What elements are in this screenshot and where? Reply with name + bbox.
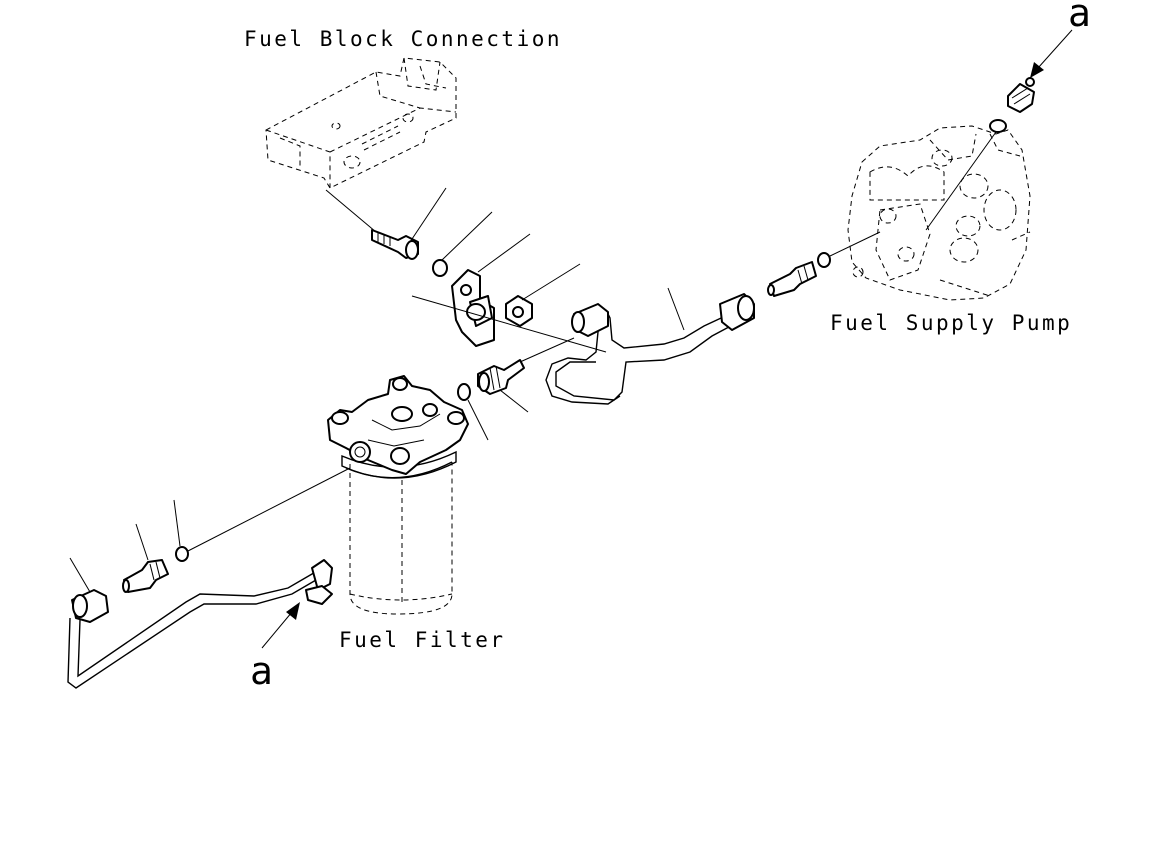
- pump-inlet-connector: [767, 261, 817, 297]
- leader-lower-hose: [69, 557, 91, 593]
- leader-inlet-oring: [173, 499, 181, 547]
- label-fuel-block-connection: Fuel Block Connection: [244, 27, 562, 51]
- washer: [432, 259, 448, 277]
- leader-clamp: [477, 233, 531, 273]
- leader-pump-top: [925, 131, 997, 231]
- leader-inlet-connector: [135, 523, 149, 561]
- hose-clamp: [451, 269, 495, 347]
- label-fuel-supply-pump: Fuel Supply Pump: [830, 311, 1072, 335]
- reference-arrow-top: [1030, 29, 1073, 78]
- upper-fuel-hose: [545, 293, 755, 405]
- lower-fuel-hose: [67, 559, 333, 689]
- leader-pump-inlet: [829, 231, 881, 257]
- fuel-filter: [327, 375, 469, 615]
- reference-arrow-bottom: [261, 602, 300, 649]
- leader-connector-to-hose: [519, 337, 575, 363]
- leader-outlet-connector: [499, 389, 529, 413]
- leader-bolt-block: [325, 189, 377, 233]
- reference-a-bottom: a: [250, 649, 273, 693]
- banjo-bolt: [371, 229, 419, 260]
- pump-fitting: [1007, 77, 1035, 113]
- filter-inlet-connector: [122, 559, 169, 593]
- filter-outlet-connector: [477, 359, 525, 395]
- o-ring-filter-inlet: [175, 546, 189, 562]
- fuel-supply-pump: [847, 125, 1031, 301]
- leader-filter-inlet: [185, 467, 351, 553]
- o-ring-filter-outlet: [457, 383, 471, 401]
- label-fuel-filter: Fuel Filter: [339, 628, 506, 652]
- leader-nut: [521, 263, 581, 301]
- nut: [505, 295, 533, 327]
- fuel-block: [265, 57, 457, 189]
- leader-filter-oring: [467, 399, 489, 441]
- reference-a-top: a: [1068, 0, 1091, 35]
- o-ring-pump-top: [989, 119, 1007, 133]
- leader-bolt: [409, 187, 447, 243]
- o-ring-pump-inlet: [817, 252, 831, 268]
- leader-washer: [441, 211, 493, 261]
- leader-clamp-to-hose: [411, 295, 607, 353]
- leader-upper-hose: [667, 287, 685, 331]
